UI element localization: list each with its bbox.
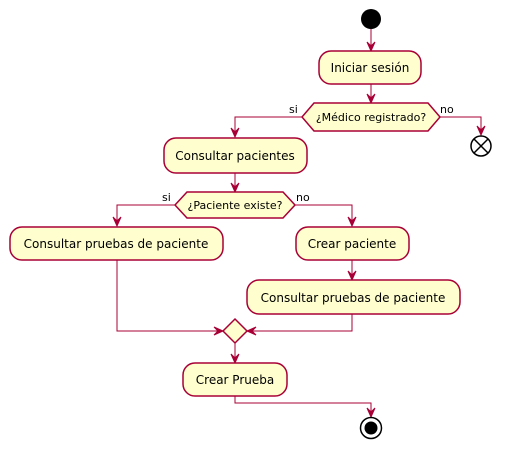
action-consult-tests-left: Consultar pruebas de paciente: [9, 226, 224, 261]
arrowhead: [112, 216, 122, 228]
edge-no-to-create-patient: [295, 204, 353, 226]
edge-no-to-stop: [440, 116, 482, 135]
end-node: [359, 416, 383, 440]
action-create-patient-label: Crear paciente: [308, 237, 397, 251]
action-start-session-label: Iniciar sesión: [331, 61, 410, 75]
arrowhead: [230, 353, 240, 365]
merge-node: [221, 317, 249, 345]
action-consult-tests-left-label: Consultar pruebas de paciente: [24, 237, 209, 251]
edge-yes-to-consult-patients: [234, 116, 302, 137]
arrowhead: [213, 326, 225, 336]
action-consult-tests-right: Consultar pruebas de paciente: [246, 279, 461, 315]
branch-label-no: no: [296, 191, 310, 204]
arrowhead: [347, 270, 357, 282]
arrowhead: [476, 125, 486, 137]
arrowhead: [230, 127, 240, 139]
arrowhead: [347, 216, 357, 228]
arrowhead: [366, 41, 376, 53]
edge-left-to-merge: [116, 260, 223, 332]
action-create-patient: Crear paciente: [295, 226, 410, 261]
edge-right-to-merge: [247, 314, 353, 332]
stop-node: [470, 135, 492, 157]
action-consult-patients: Consultar pacientes: [163, 137, 308, 174]
arrowhead: [366, 93, 376, 105]
decision-doctor-registered-question: ¿Médico registrado?: [316, 111, 427, 124]
edge-create-test-to-end: [234, 396, 372, 417]
action-consult-tests-right-label: Consultar pruebas de paciente: [261, 291, 446, 305]
action-create-test-label: Crear Prueba: [196, 373, 274, 387]
branch-label-no: no: [440, 103, 454, 116]
action-start-session: Iniciar sesión: [318, 50, 422, 85]
branch-label-yes: si: [162, 191, 171, 204]
start-node: [361, 9, 381, 29]
branch-label-yes: si: [289, 103, 298, 116]
decision-patient-exists: ¿Paciente existe?: [173, 191, 297, 219]
action-consult-patients-label: Consultar pacientes: [175, 149, 295, 163]
decision-doctor-registered: ¿Médico registrado?: [301, 102, 441, 132]
arrowhead: [366, 407, 376, 419]
edge-yes-to-consult-tests: [116, 204, 175, 226]
decision-patient-exists-question: ¿Paciente existe?: [188, 199, 283, 212]
arrowhead: [245, 326, 257, 336]
action-create-test: Crear Prueba: [182, 362, 288, 397]
arrowhead: [230, 182, 240, 194]
